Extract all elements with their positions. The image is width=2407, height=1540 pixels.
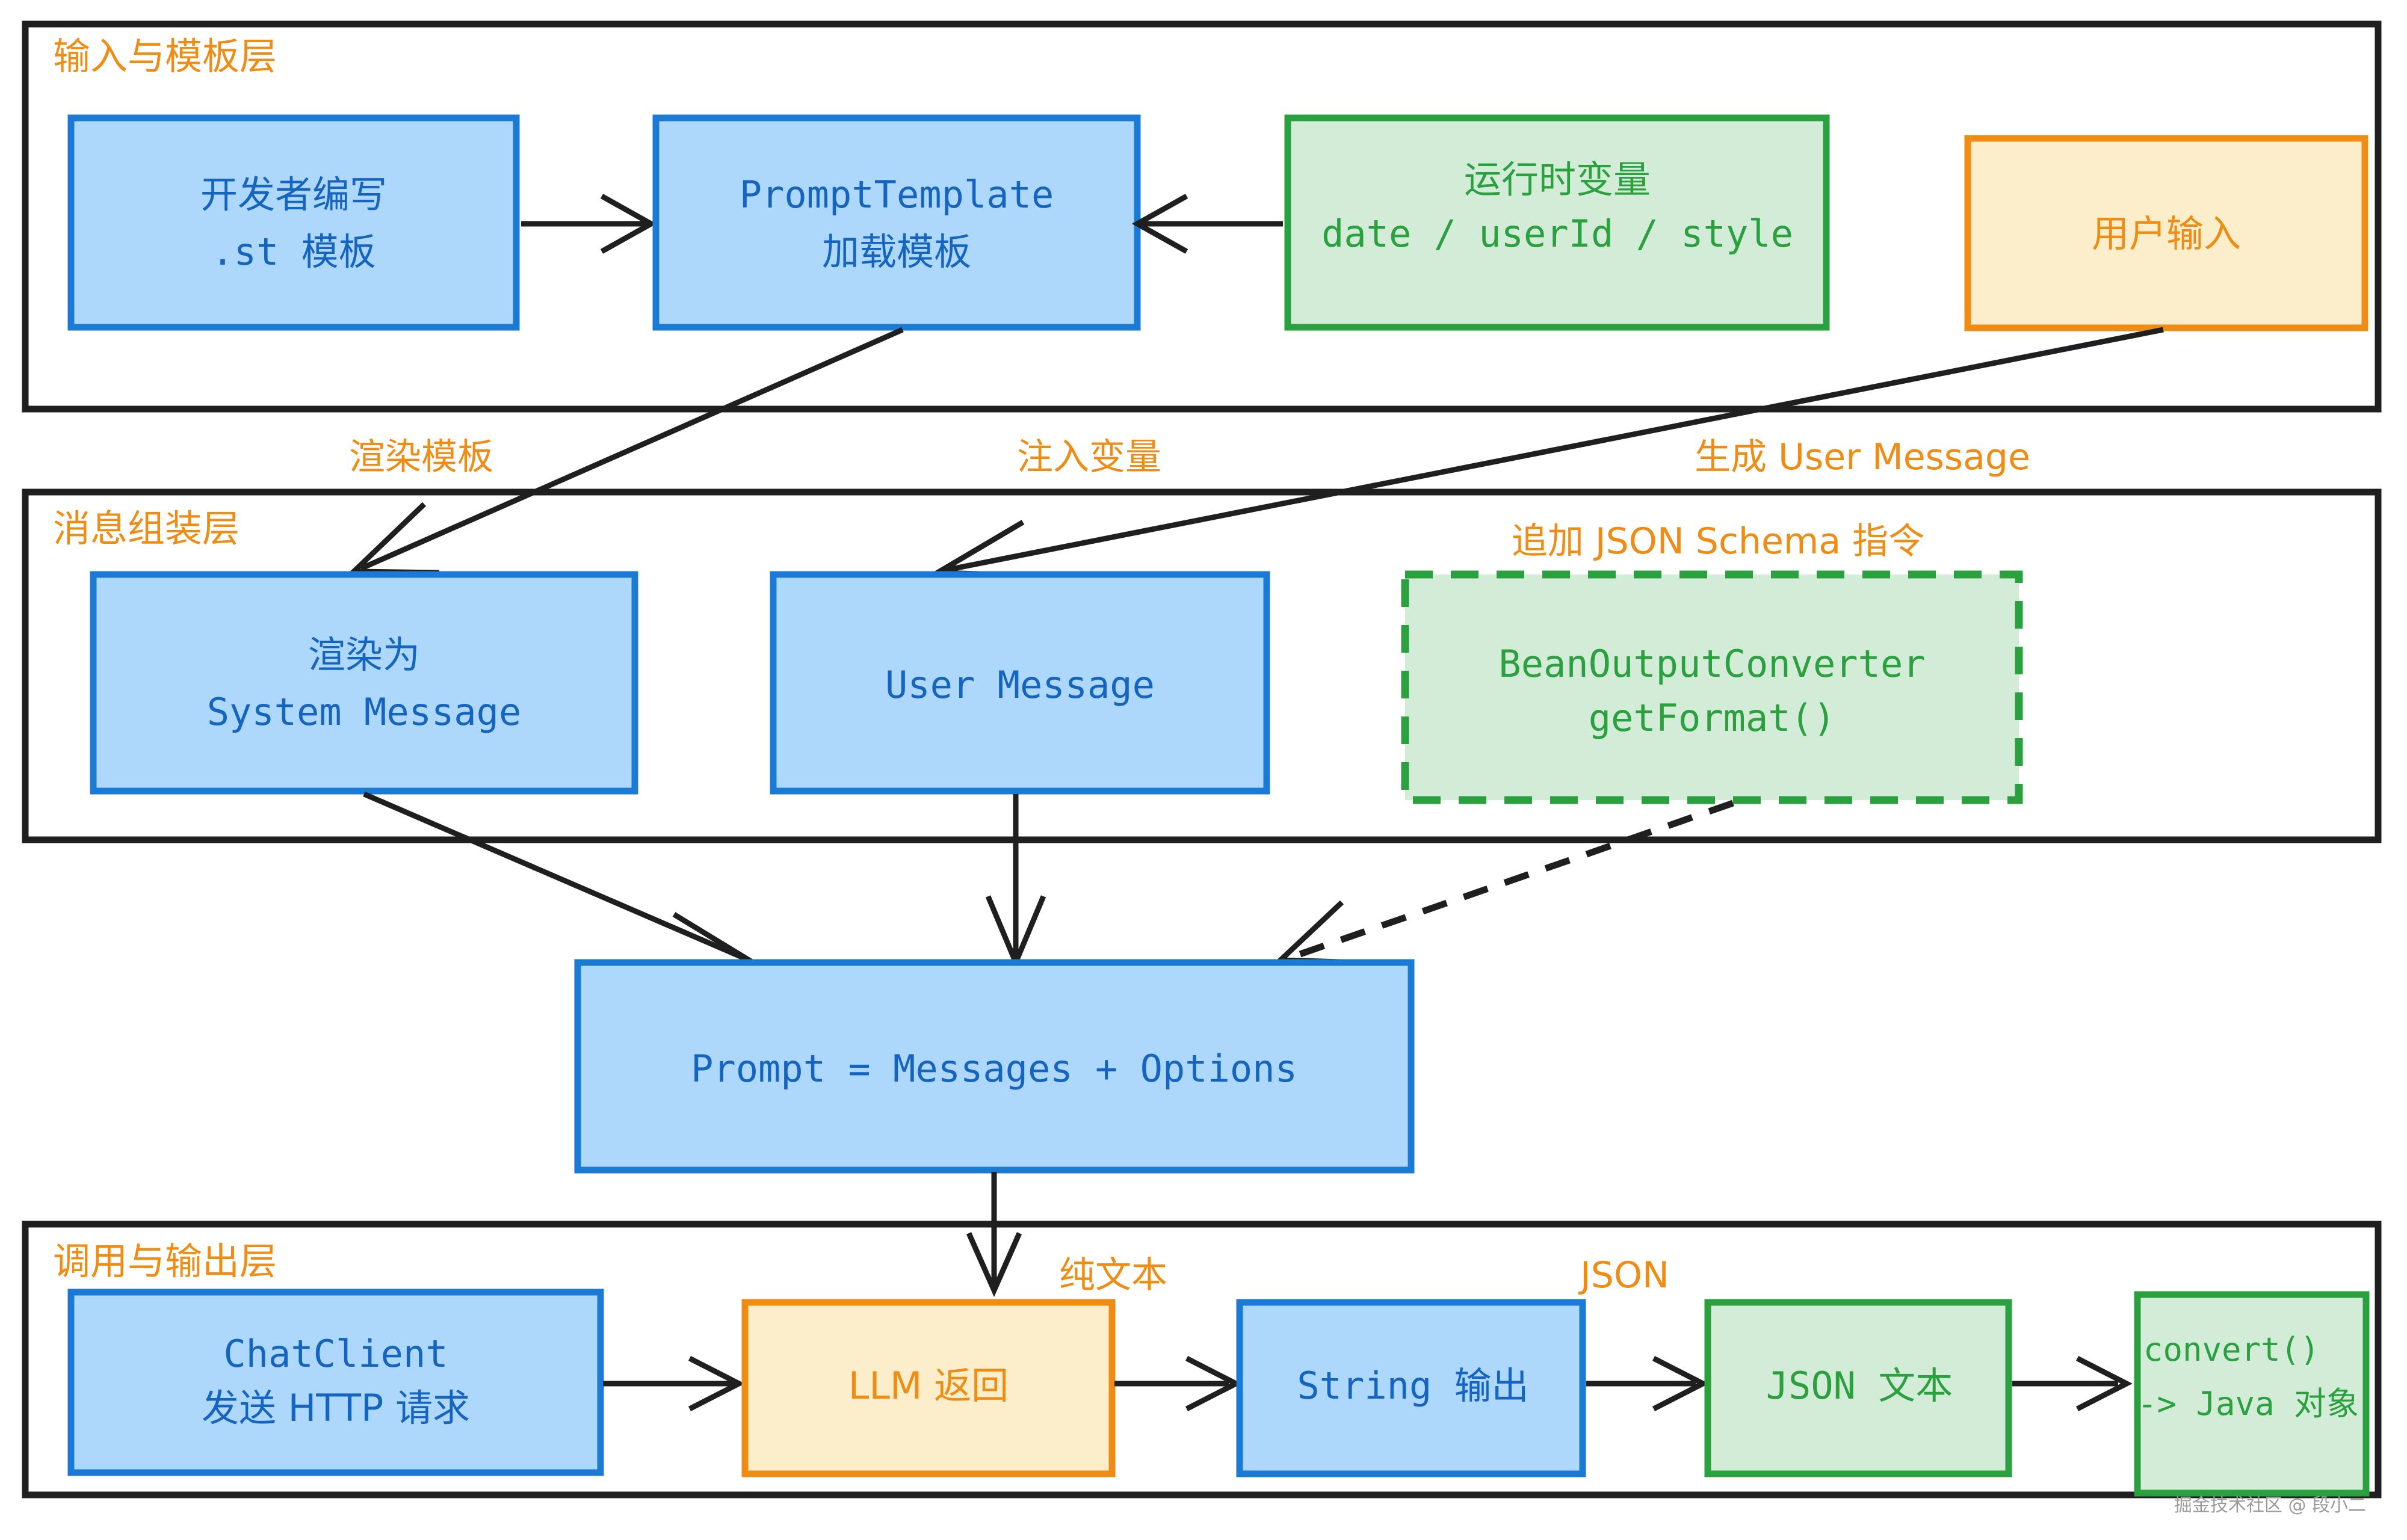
node-llm-return-line1: LLM 返回 bbox=[848, 1364, 1009, 1408]
node-user-message[interactable] bbox=[770, 571, 1270, 795]
node-user-input-line1: 用户输入 bbox=[2092, 212, 2241, 256]
node-system-message[interactable] bbox=[90, 571, 638, 795]
arrowhead-prompt-to-output-layer bbox=[966, 1232, 1022, 1298]
edge-label-append-schema: 追加 JSON Schema 指令 bbox=[1512, 520, 1924, 562]
node-prompt-template-line2: 加载模板 bbox=[822, 230, 971, 274]
node-runtime-vars[interactable] bbox=[1284, 114, 1830, 331]
layer-frame-output bbox=[22, 1221, 2382, 1498]
arrowhead-jsontext-to-convert bbox=[2075, 1355, 2133, 1412]
node-prompt[interactable] bbox=[574, 959, 1415, 1174]
node-json-text[interactable] bbox=[1704, 1299, 2012, 1477]
layer-title-assembly: 消息组装层 bbox=[53, 507, 239, 550]
node-system-message-line2: System Message bbox=[207, 690, 522, 734]
edge-label-plain-text: 纯文本 bbox=[1059, 1254, 1167, 1296]
node-prompt-template-line1: PromptTemplate bbox=[740, 173, 1054, 217]
arrowhead-chatclient-to-llm bbox=[688, 1355, 745, 1412]
node-json-text-line1: JSON 文本 bbox=[1766, 1364, 1953, 1408]
arrowhead-llm-to-string bbox=[1185, 1355, 1242, 1412]
node-prompt-template[interactable] bbox=[652, 114, 1141, 331]
node-dev-template[interactable] bbox=[67, 114, 520, 331]
layer-frame-assembly bbox=[22, 488, 2382, 843]
node-convert[interactable] bbox=[2134, 1291, 2370, 1497]
edge-template-to-system bbox=[360, 327, 904, 571]
node-bean-output-converter[interactable] bbox=[1401, 570, 2023, 804]
edge-converter-to-prompt bbox=[1296, 799, 1734, 959]
arrowhead-dev-to-template bbox=[600, 194, 657, 254]
node-chat-client-line1: ChatClient bbox=[223, 1332, 448, 1376]
node-bean-converter-line1: BeanOutputConverter bbox=[1498, 642, 1925, 686]
node-user-message-line1: User Message bbox=[885, 663, 1155, 707]
edge-label-gen-user-message: 生成 User Message bbox=[1695, 436, 2030, 478]
node-chat-client-line2: 发送 HTTP 请求 bbox=[202, 1386, 470, 1430]
layer-title-output: 调用与输出层 bbox=[53, 1239, 277, 1283]
node-chat-client[interactable] bbox=[67, 1289, 604, 1476]
arrowhead-vars-to-template bbox=[1131, 194, 1188, 254]
node-llm-return[interactable] bbox=[741, 1299, 1116, 1477]
node-bean-converter-line2: getFormat() bbox=[1589, 696, 1836, 740]
edge-label-inject-vars: 注入变量 bbox=[1017, 436, 1161, 478]
node-dev-template-line1: 开发者编写 bbox=[200, 173, 387, 217]
node-convert-line1: convert() bbox=[2143, 1331, 2320, 1369]
layer-frame-input bbox=[22, 20, 2382, 413]
node-dev-template-line2: .st 模板 bbox=[211, 230, 375, 274]
layer-title-input: 输入与模板层 bbox=[53, 34, 277, 78]
watermark: 掘金技术社区 @ 段小二 bbox=[2174, 1495, 2366, 1516]
node-string-output-line1: String 输出 bbox=[1297, 1364, 1528, 1408]
edge-system-to-prompt bbox=[363, 791, 744, 961]
node-prompt-line1: Prompt = Messages + Options bbox=[691, 1047, 1297, 1091]
arrowhead-string-to-jsontext bbox=[1652, 1355, 1709, 1412]
edge-label-render-template: 渲染模板 bbox=[349, 436, 493, 478]
arrowhead-converter-to-prompt bbox=[1273, 900, 1362, 966]
node-string-output[interactable] bbox=[1236, 1299, 1586, 1477]
edge-label-json: JSON bbox=[1578, 1254, 1669, 1296]
node-system-message-line1: 渲染为 bbox=[308, 633, 420, 677]
node-user-input[interactable] bbox=[1964, 135, 2368, 331]
arrowhead-userinput-to-usermessage bbox=[928, 520, 1025, 578]
edge-userinput-to-usermessage bbox=[944, 327, 2164, 573]
node-runtime-vars-line1: 运行时变量 bbox=[1464, 158, 1651, 202]
node-convert-line2: -> Java 对象 bbox=[2137, 1385, 2359, 1423]
node-runtime-vars-line2: date / userId / style bbox=[1321, 212, 1793, 256]
